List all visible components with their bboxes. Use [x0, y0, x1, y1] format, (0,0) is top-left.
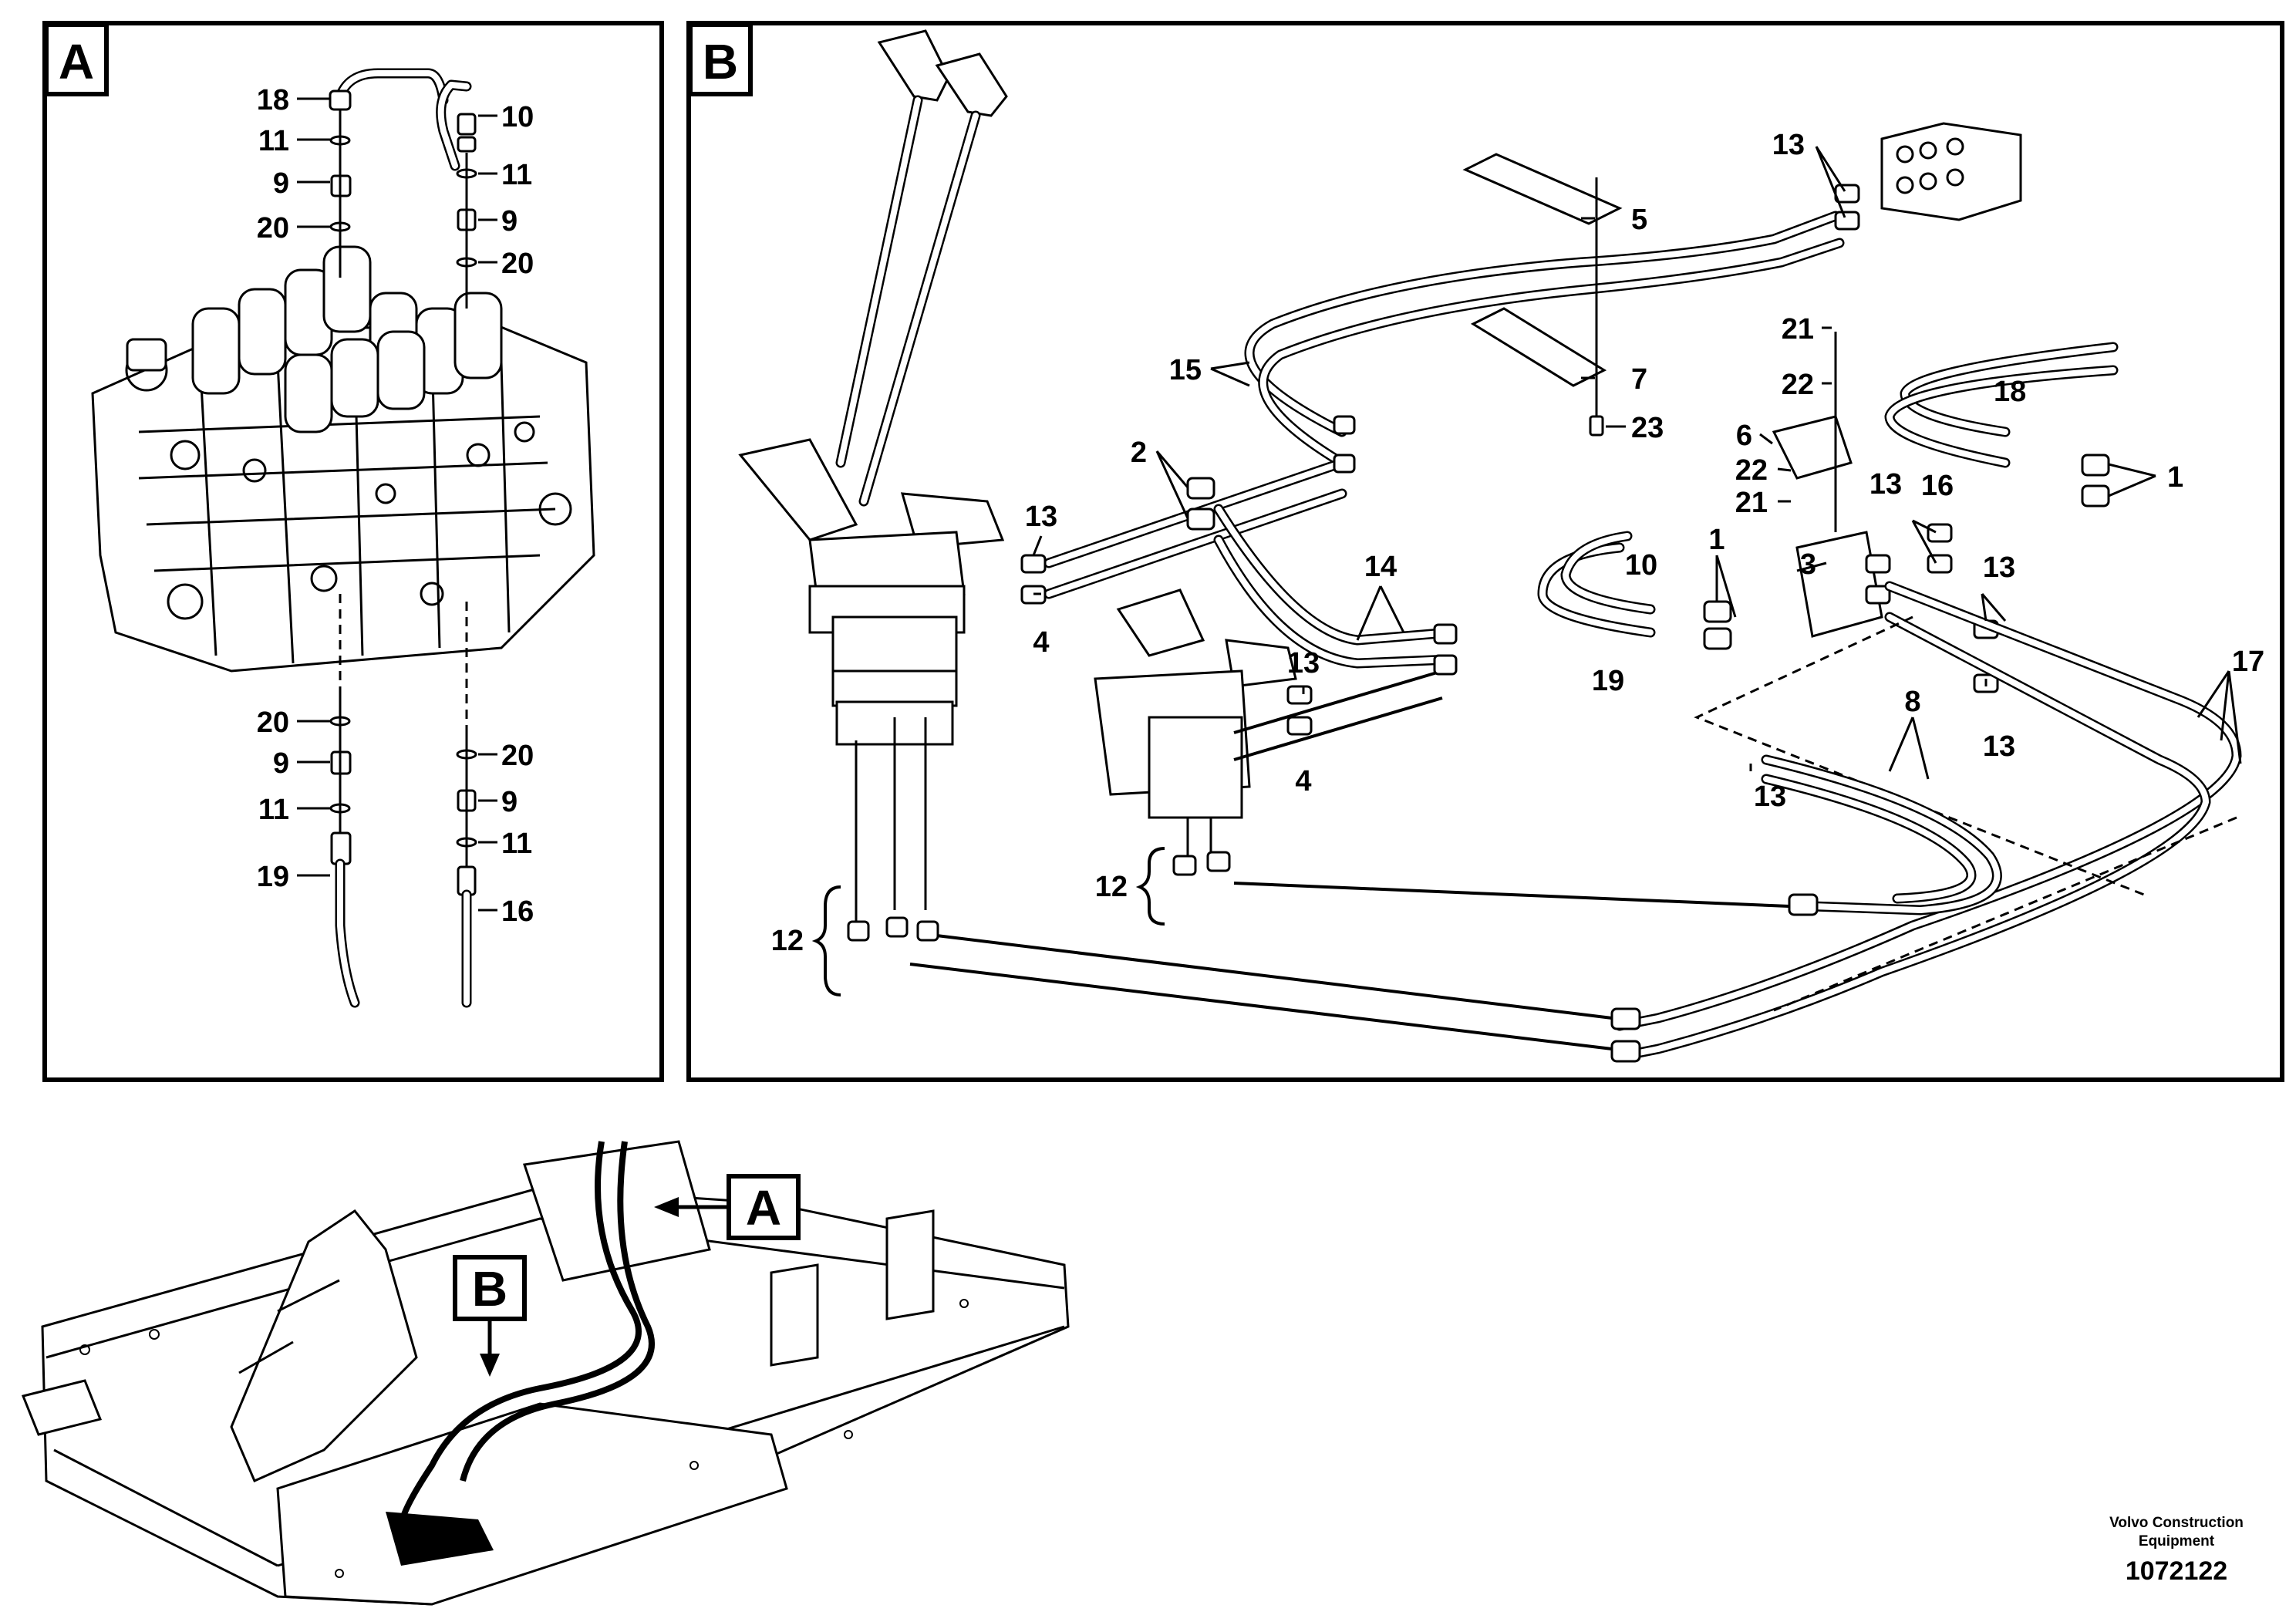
block-3: [1795, 531, 1883, 638]
panel-a-tag-box: [44, 22, 109, 96]
machine-overview: A B: [21, 1140, 1070, 1606]
brand-line-2: Equipment: [2139, 1533, 2215, 1549]
callout-b-3: 3: [1800, 548, 1816, 581]
callout-b-1-left: 1: [1708, 524, 1725, 556]
callout-a-19: 19: [257, 861, 289, 893]
manifold-top-illustration: [1880, 122, 2022, 221]
overview-tag-a: A: [746, 1180, 781, 1236]
control-valve-illustration: [91, 245, 595, 673]
callout-b-13-right-a: 13: [1983, 551, 2015, 584]
overview-tag-b: B: [472, 1261, 507, 1317]
callout-b-23: 23: [1631, 412, 1664, 444]
callout-b-15: 15: [1169, 354, 1202, 386]
callout-a-9b: 9: [501, 205, 518, 238]
fitting-18-elbow: [329, 89, 352, 111]
callout-b-7: 7: [1631, 363, 1647, 396]
callout-b-19: 19: [1592, 665, 1624, 697]
panel-b: B: [686, 21, 2284, 1082]
panel-a-tag: A: [59, 34, 94, 89]
callout-a-11c: 11: [258, 794, 289, 826]
joystick-illustration: [738, 29, 1008, 746]
callout-a-20c: 20: [257, 706, 289, 739]
document-number: 1072122: [2126, 1556, 2227, 1586]
callout-b-4-pedal: 4: [1295, 765, 1311, 798]
panel-a-frame: [42, 21, 664, 1082]
callout-b-22-top: 22: [1782, 369, 1814, 401]
callout-a-11b: 11: [501, 159, 532, 191]
callout-a-20: 20: [257, 212, 289, 244]
panel-a: A: [42, 21, 664, 1082]
callout-b-4-left: 4: [1033, 626, 1049, 659]
panel-b-frame: [686, 21, 2284, 1082]
callout-b-16: 16: [1921, 470, 1954, 502]
callout-a-11d: 11: [501, 828, 532, 860]
callout-b-6: 6: [1736, 420, 1752, 452]
callout-b-13-bottom: 13: [1754, 781, 1786, 813]
callout-b-18: 18: [1994, 376, 2026, 408]
callout-b-8: 8: [1904, 686, 1920, 718]
callout-b-2: 2: [1131, 437, 1147, 469]
callout-b-13-left: 13: [1025, 501, 1057, 533]
callout-a-9: 9: [273, 167, 289, 200]
callout-a-20b: 20: [501, 248, 534, 280]
callout-b-17: 17: [2232, 646, 2264, 678]
callout-b-14: 14: [1364, 551, 1397, 583]
callout-b-21: 21: [1735, 487, 1768, 519]
callout-b-5: 5: [1631, 204, 1647, 236]
callout-b-13-pedal: 13: [1287, 647, 1320, 679]
callout-b-12-joystick: 12: [771, 925, 804, 957]
callout-a-10: 10: [501, 101, 534, 133]
brand-line-1: Volvo Construction: [2109, 1515, 2244, 1531]
callout-b-1-right: 1: [2167, 461, 2183, 494]
callout-a-18: 18: [257, 84, 289, 116]
panel-b-tag-box: [688, 22, 753, 96]
callout-b-10: 10: [1625, 549, 1657, 582]
callout-a-20d: 20: [501, 740, 534, 772]
plate-6: [1772, 415, 1853, 480]
callout-b-22: 22: [1735, 454, 1768, 487]
callout-a-16: 16: [501, 895, 534, 928]
callout-b-13-right-b: 13: [1983, 730, 2015, 763]
footer: Volvo Construction Equipment 1072122: [2109, 1515, 2244, 1586]
callout-b-13-mid: 13: [1870, 468, 1902, 501]
callout-b-13-top: 13: [1772, 129, 1805, 161]
callout-a-9c: 9: [273, 747, 289, 780]
pedal-illustration: [1094, 588, 1297, 856]
panel-b-tag: B: [703, 34, 738, 89]
callout-b-21-top: 21: [1782, 313, 1814, 346]
callout-b-12-pedal: 12: [1095, 871, 1128, 903]
callout-a-9d: 9: [501, 786, 518, 818]
callout-a-11: 11: [258, 125, 289, 157]
